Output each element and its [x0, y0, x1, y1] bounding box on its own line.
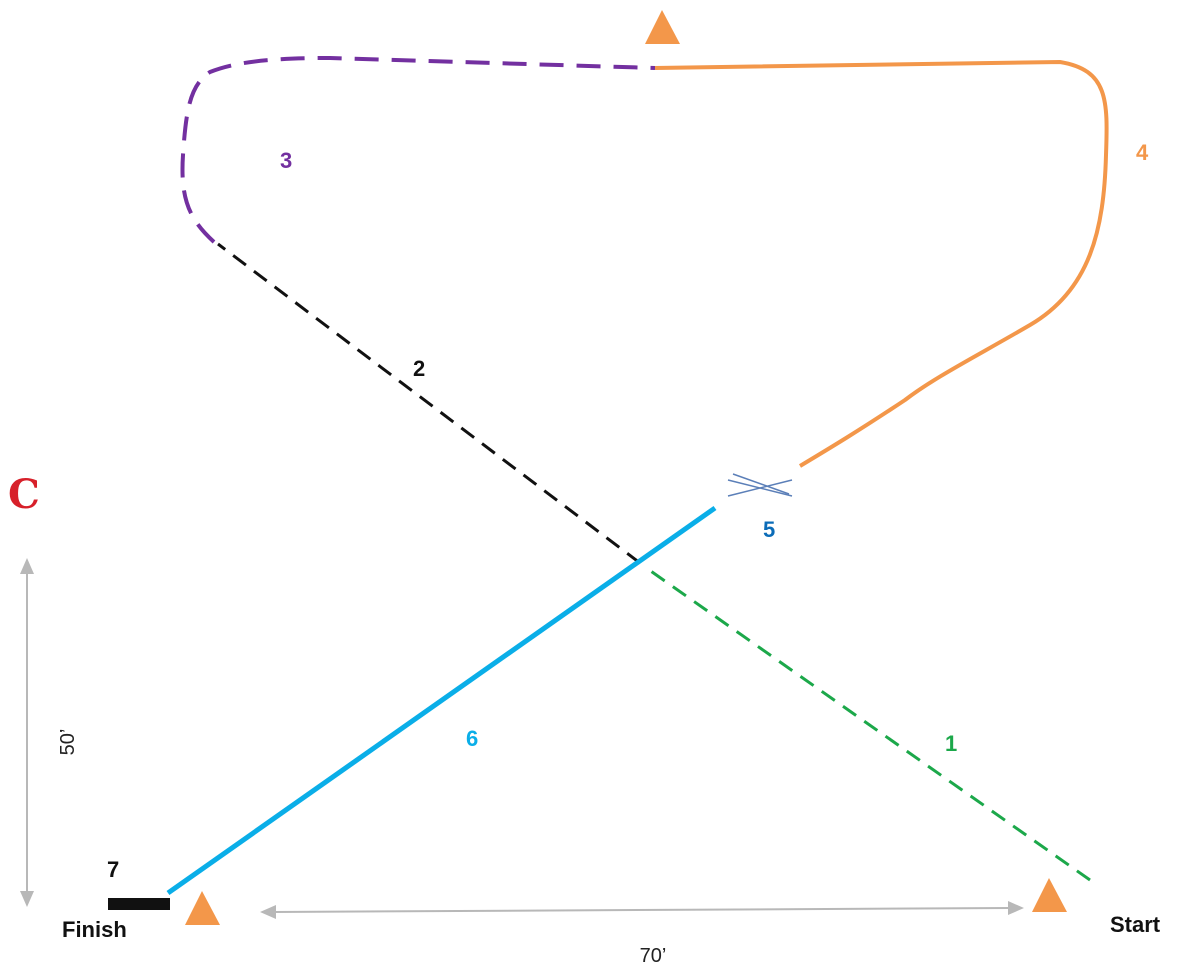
width-dimension-label: 70’: [640, 945, 667, 967]
segment-number-6: 6: [466, 726, 478, 751]
segment-number-2: 2: [413, 356, 425, 381]
course-segment-1: [644, 565, 1091, 882]
segment-number-3: 3: [280, 148, 292, 173]
course-segment-6: [166, 505, 717, 896]
traffic-cone-icon: [645, 10, 680, 44]
dimension-width-arrow: [260, 901, 1024, 919]
traffic-cone-icon: [185, 891, 220, 925]
traffic-cone-icon: [1032, 878, 1067, 912]
segment-number-1: 1: [945, 731, 957, 756]
segment-number-5: 5: [763, 517, 775, 542]
course-segment-4: [654, 59, 1109, 468]
finish-label: Finish: [62, 917, 127, 942]
height-dimension-label: 50’: [57, 729, 79, 756]
course-segment-2: [217, 242, 641, 565]
arena-letter-c-icon: C: [8, 471, 40, 518]
segment-number-4: 4: [1136, 140, 1149, 165]
segment-number-7: 7: [107, 857, 119, 882]
dimension-height-arrow: [20, 558, 34, 907]
start-label: Start: [1110, 912, 1161, 937]
course-segment-3: [180, 55, 656, 244]
finish-line-bar: [108, 898, 170, 910]
jump-crossing-icon: [727, 473, 793, 497]
